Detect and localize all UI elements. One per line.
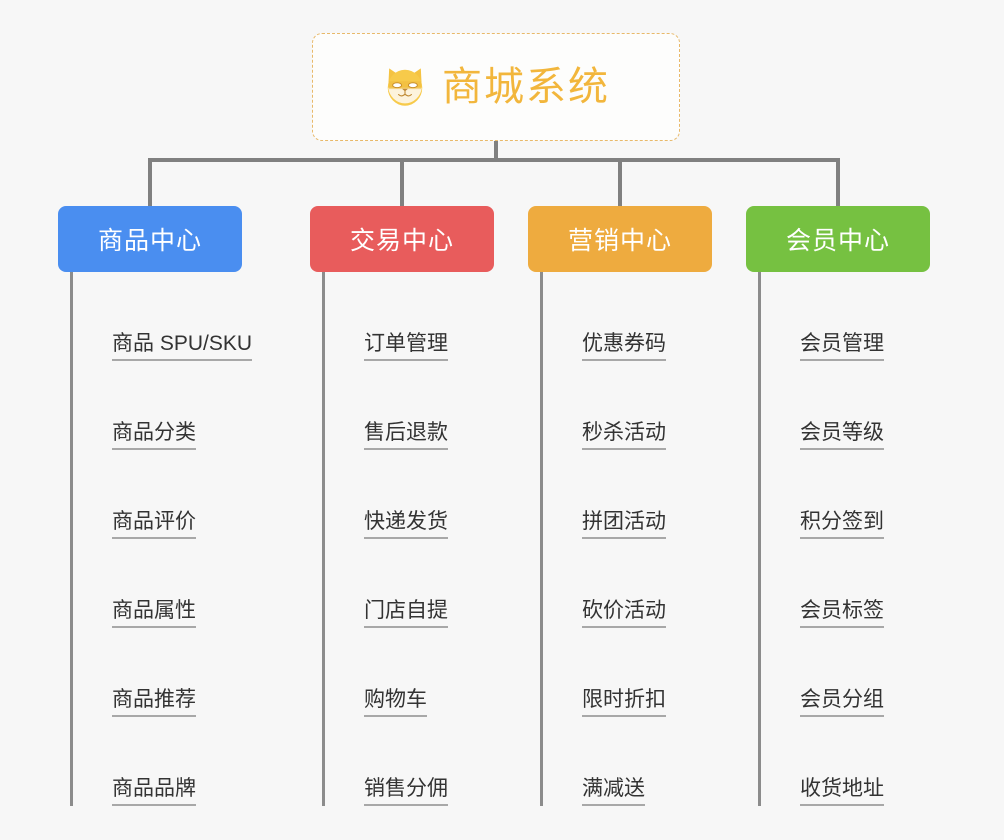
leaf-underline — [364, 715, 427, 717]
connector-drop-2 — [400, 158, 404, 208]
connector-drop-3 — [618, 158, 622, 208]
leaf-underline — [582, 804, 645, 806]
leaf-underline — [582, 537, 666, 539]
leaf-item[interactable]: 会员分组 — [758, 628, 988, 717]
leaf-label: 商品属性 — [112, 599, 196, 628]
leaf-label: 订单管理 — [364, 332, 448, 361]
leaf-underline — [800, 804, 884, 806]
leaf-label: 限时折扣 — [582, 688, 666, 717]
leaf-item[interactable]: 商品分类 — [70, 361, 300, 450]
leaf-underline — [364, 359, 448, 361]
leaf-label: 优惠券码 — [582, 332, 666, 361]
connector-root-stem — [494, 141, 498, 162]
leaf-item[interactable]: 订单管理 — [322, 272, 552, 361]
connector-drop-4 — [836, 158, 840, 208]
leaf-underline — [364, 626, 448, 628]
leaf-underline — [582, 359, 666, 361]
leaf-item[interactable]: 商品推荐 — [70, 628, 300, 717]
leaf-column-3: 优惠券码 秒杀活动 拼团活动 砍价活动 限时折扣 满减送 — [540, 272, 770, 806]
category-label-4: 会员中心 — [785, 227, 890, 255]
leaf-item[interactable]: 快递发货 — [322, 450, 552, 539]
leaf-label: 售后退款 — [364, 421, 448, 450]
leaf-item[interactable]: 收货地址 — [758, 717, 988, 806]
leaf-underline — [112, 537, 196, 539]
root-title: 商城系统 — [442, 65, 610, 109]
leaf-item[interactable]: 限时折扣 — [540, 628, 770, 717]
leaf-item[interactable]: 会员管理 — [758, 272, 988, 361]
leaf-item[interactable]: 商品 SPU/SKU — [70, 272, 300, 361]
leaf-underline — [112, 626, 196, 628]
leaf-label: 商品推荐 — [112, 688, 196, 717]
leaf-underline — [800, 359, 884, 361]
leaf-label: 满减送 — [582, 777, 645, 806]
category-box-3[interactable]: 营销中心 — [528, 206, 712, 272]
column-trunk-4 — [758, 272, 761, 806]
category-box-2[interactable]: 交易中心 — [310, 206, 494, 272]
shiba-dog-face-icon — [382, 64, 428, 110]
leaf-label: 销售分佣 — [364, 777, 448, 806]
leaf-column-2: 订单管理 售后退款 快递发货 门店自提 购物车 销售分佣 — [322, 272, 552, 806]
leaf-label: 商品分类 — [112, 421, 196, 450]
leaf-item[interactable]: 砍价活动 — [540, 539, 770, 628]
leaf-item[interactable]: 会员标签 — [758, 539, 988, 628]
category-box-1[interactable]: 商品中心 — [58, 206, 242, 272]
leaf-label: 秒杀活动 — [582, 421, 666, 450]
leaf-underline — [364, 448, 448, 450]
leaf-label: 商品 SPU/SKU — [112, 332, 252, 361]
leaf-label: 会员分组 — [800, 688, 884, 717]
column-trunk-3 — [540, 272, 543, 806]
leaf-label: 积分签到 — [800, 510, 884, 539]
leaf-item[interactable]: 满减送 — [540, 717, 770, 806]
leaf-underline — [582, 448, 666, 450]
connector-drop-1 — [148, 158, 152, 208]
leaf-item[interactable]: 商品属性 — [70, 539, 300, 628]
leaf-label: 会员标签 — [800, 599, 884, 628]
category-label-1: 商品中心 — [97, 227, 202, 255]
column-trunk-1 — [70, 272, 73, 806]
leaf-underline — [800, 626, 884, 628]
leaf-label: 会员管理 — [800, 332, 884, 361]
leaf-underline — [112, 715, 196, 717]
leaf-item[interactable]: 购物车 — [322, 628, 552, 717]
leaf-underline — [112, 359, 252, 361]
column-trunk-2 — [322, 272, 325, 806]
leaf-underline — [800, 715, 884, 717]
leaf-underline — [582, 626, 666, 628]
leaf-label: 砍价活动 — [582, 599, 666, 628]
connector-bus — [148, 158, 840, 162]
leaf-underline — [800, 537, 884, 539]
leaf-item[interactable]: 优惠券码 — [540, 272, 770, 361]
leaf-label: 会员等级 — [800, 421, 884, 450]
category-label-2: 交易中心 — [349, 227, 454, 255]
leaf-column-1: 商品 SPU/SKU 商品分类 商品评价 商品属性 商品推荐 商品品牌 — [70, 272, 300, 806]
leaf-label: 快递发货 — [364, 510, 448, 539]
leaf-item[interactable]: 商品品牌 — [70, 717, 300, 806]
leaf-underline — [800, 448, 884, 450]
leaf-column-4: 会员管理 会员等级 积分签到 会员标签 会员分组 收货地址 — [758, 272, 988, 806]
leaf-item[interactable]: 积分签到 — [758, 450, 988, 539]
category-label-3: 营销中心 — [567, 227, 672, 255]
leaf-underline — [112, 448, 196, 450]
leaf-label: 商品评价 — [112, 510, 196, 539]
leaf-underline — [364, 804, 448, 806]
leaf-label: 门店自提 — [364, 599, 448, 628]
root-node[interactable]: 商城系统 — [312, 33, 680, 141]
leaf-label: 购物车 — [364, 688, 427, 717]
leaf-label: 商品品牌 — [112, 777, 196, 806]
leaf-item[interactable]: 商品评价 — [70, 450, 300, 539]
leaf-item[interactable]: 销售分佣 — [322, 717, 552, 806]
category-box-4[interactable]: 会员中心 — [746, 206, 930, 272]
leaf-underline — [582, 715, 666, 717]
leaf-item[interactable]: 门店自提 — [322, 539, 552, 628]
leaf-item[interactable]: 会员等级 — [758, 361, 988, 450]
leaf-item[interactable]: 秒杀活动 — [540, 361, 770, 450]
leaf-underline — [364, 537, 448, 539]
leaf-item[interactable]: 售后退款 — [322, 361, 552, 450]
leaf-underline — [112, 804, 196, 806]
leaf-item[interactable]: 拼团活动 — [540, 450, 770, 539]
leaf-label: 收货地址 — [800, 777, 884, 806]
leaf-label: 拼团活动 — [582, 510, 666, 539]
